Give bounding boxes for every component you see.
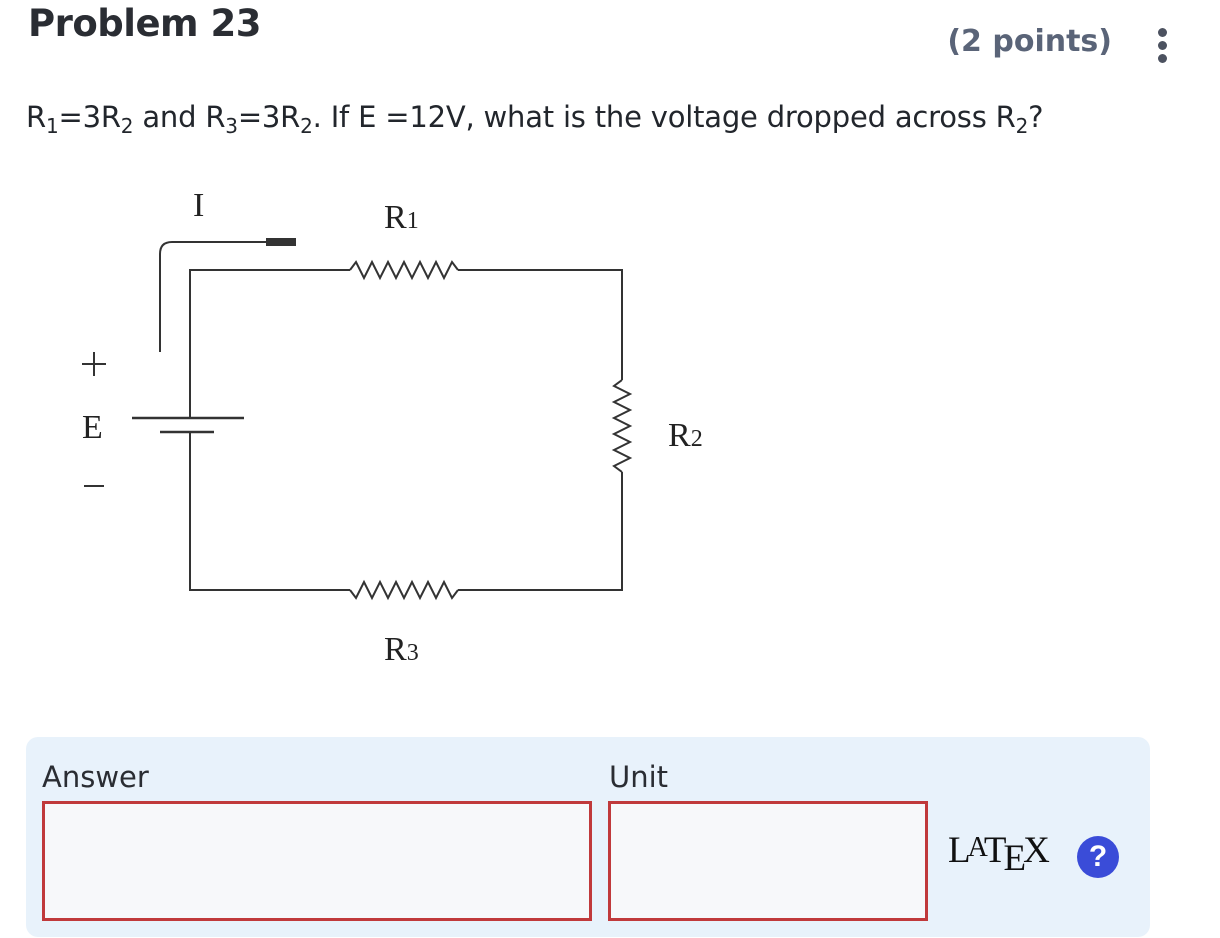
source-label: E bbox=[82, 409, 103, 446]
question-circle-icon[interactable]: ? bbox=[1077, 836, 1119, 878]
circuit-diagram: I R1 R2 R3 E bbox=[82, 187, 703, 668]
answer-label: Answer bbox=[42, 760, 149, 794]
points-badge: (2 points) bbox=[947, 24, 1112, 59]
r1-label: R1 bbox=[384, 199, 419, 236]
unit-label: Unit bbox=[609, 760, 669, 794]
vertical-ellipsis-icon[interactable] bbox=[1154, 28, 1170, 64]
unit-input[interactable] bbox=[608, 801, 928, 921]
resistor-r3 bbox=[349, 579, 459, 601]
top-wire bbox=[189, 269, 350, 364]
question-text: R1=3R2 and R3=3R2. If E =12V, what is th… bbox=[26, 100, 1044, 138]
current-arrow-head bbox=[266, 238, 296, 246]
current-label: I bbox=[193, 187, 204, 224]
resistor-r2 bbox=[611, 379, 633, 473]
current-arrow bbox=[159, 241, 296, 352]
resistor-r1 bbox=[349, 259, 459, 281]
r3-label: R3 bbox=[384, 631, 419, 668]
r2-label: R2 bbox=[668, 417, 703, 454]
problem-title: Problem 23 bbox=[28, 2, 261, 45]
latex-logo: LATEX bbox=[948, 830, 1050, 879]
answer-input[interactable] bbox=[42, 801, 592, 921]
